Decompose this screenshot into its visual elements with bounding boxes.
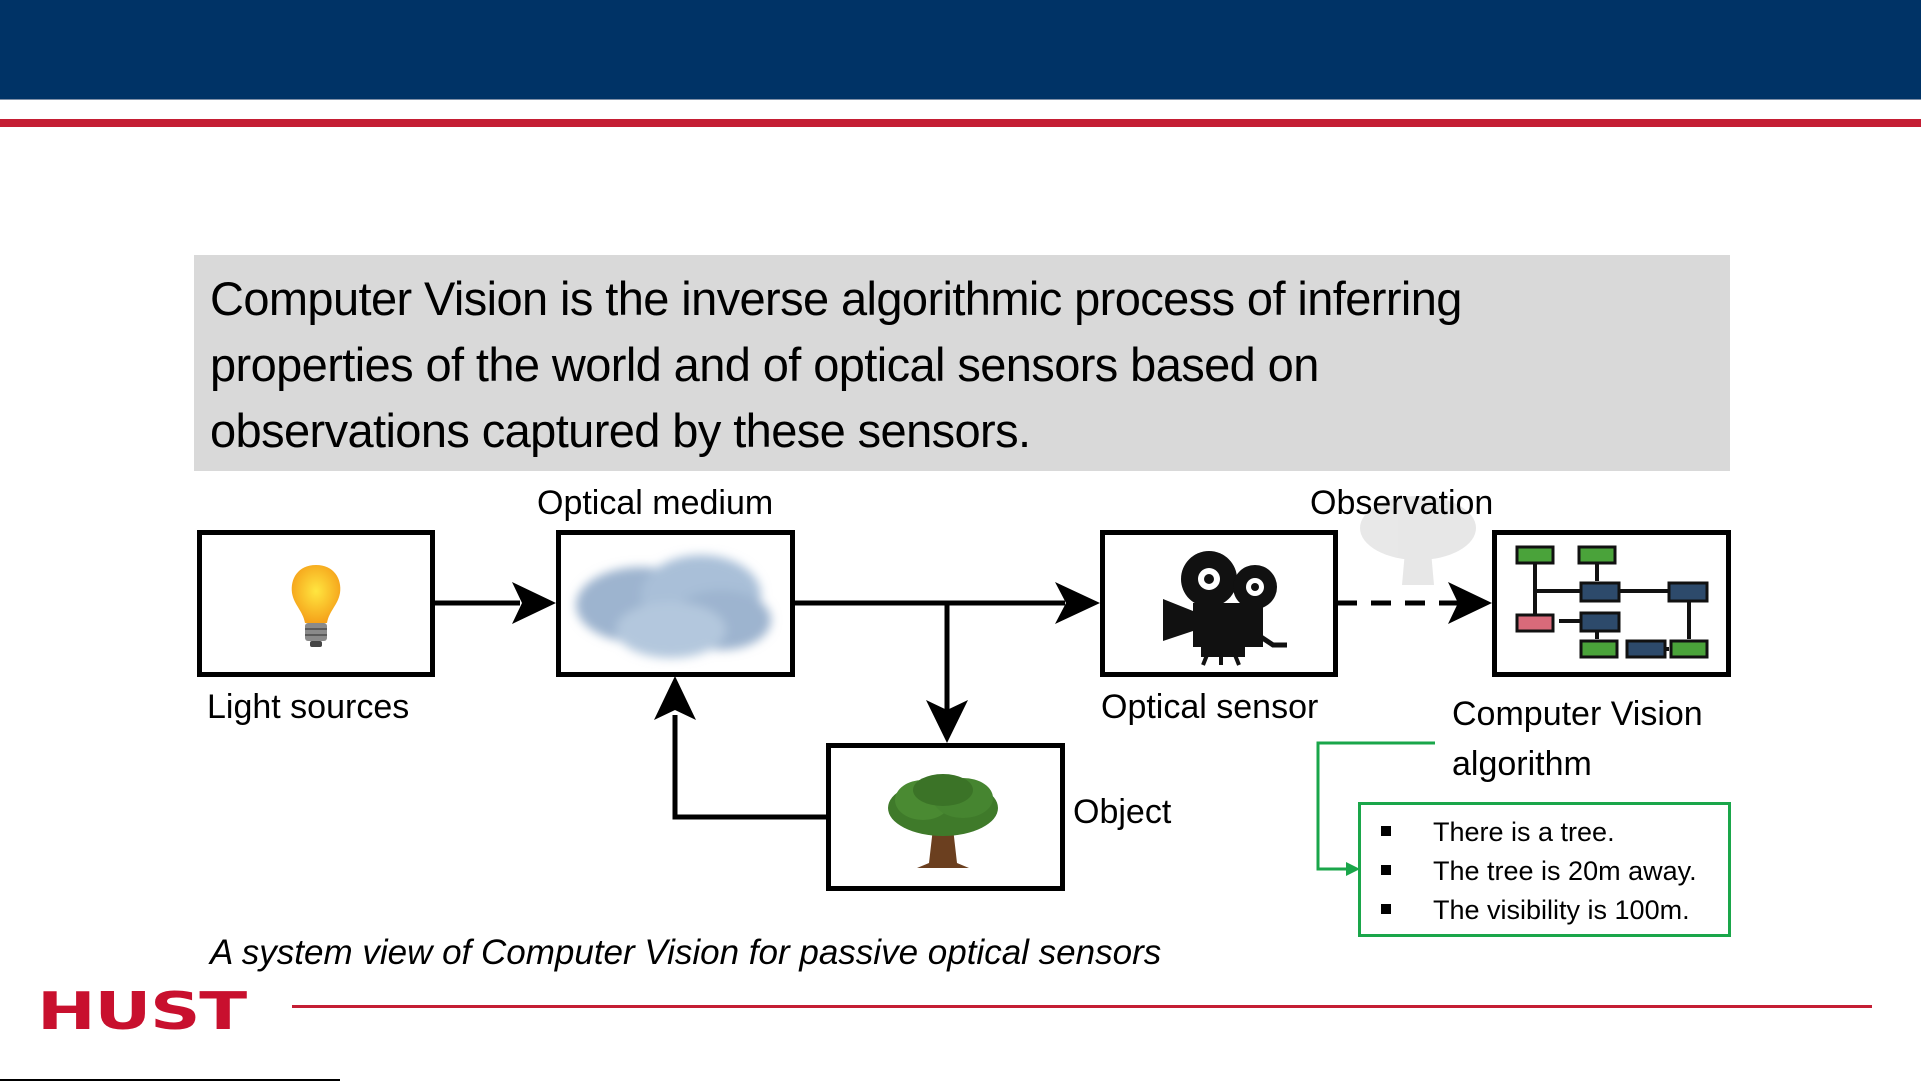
result-text: The tree is 20m away. [1433, 856, 1697, 886]
label-cv-algorithm-line2: algorithm [1452, 745, 1592, 783]
node-optical-sensor [1100, 530, 1338, 677]
result-item: The visibility is 100m. [1381, 895, 1690, 926]
arrowhead [1448, 582, 1492, 624]
definition-line: observations captured by these sensors. [210, 404, 1031, 457]
node-object [826, 743, 1065, 891]
figure-caption: A system view of Computer Vision for pas… [210, 933, 1162, 972]
label-observation: Observation [1310, 484, 1494, 522]
arrowhead [1055, 582, 1100, 624]
cloud-icon [576, 555, 771, 658]
result-item: The tree is 20m away. [1381, 856, 1697, 887]
bullet-icon [1381, 825, 1391, 836]
bottom-edge-line [0, 1079, 340, 1081]
label-light-sources: Light sources [207, 688, 410, 726]
label-cv-algorithm-line1: Computer Vision [1452, 695, 1703, 733]
label-object: Object [1073, 793, 1172, 831]
definition-line: properties of the world and of optical s… [210, 338, 1319, 391]
arrowhead [512, 582, 556, 624]
bullet-icon [1381, 864, 1391, 875]
flowchart-icon [1515, 545, 1709, 659]
arrowhead [1346, 862, 1360, 876]
definition-box [194, 255, 1730, 471]
label-optical-sensor: Optical sensor [1101, 688, 1319, 726]
node-light-sources [197, 530, 435, 677]
tree-icon [888, 774, 998, 868]
header-bar [0, 0, 1921, 99]
result-text: There is a tree. [1433, 817, 1615, 847]
definition-line: Computer Vision is the inverse algorithm… [210, 272, 1462, 325]
header-red-stripe [0, 119, 1921, 127]
header-divider [0, 99, 1921, 100]
bullet-icon [1381, 903, 1391, 914]
hust-logo: HUST [37, 982, 247, 1042]
result-text: The visibility is 100m. [1433, 895, 1690, 925]
label-optical-medium: Optical medium [537, 484, 774, 522]
lightbulb-icon [291, 565, 341, 647]
node-optical-medium [556, 530, 795, 677]
faint-tree-icon [1360, 496, 1476, 585]
footer-red-line [292, 1005, 1872, 1008]
arrow-object-to-medium [672, 715, 826, 820]
arrowhead [654, 676, 696, 720]
arrowhead [926, 700, 968, 743]
result-connector [1316, 741, 1435, 871]
result-item: There is a tree. [1381, 817, 1615, 848]
definition-text: Computer Vision is the inverse algorithm… [210, 266, 1720, 464]
movie-camera-icon [1163, 551, 1287, 666]
result-box: There is a tree. The tree is 20m away. T… [1358, 802, 1731, 937]
node-cv-algorithm [1492, 530, 1731, 677]
